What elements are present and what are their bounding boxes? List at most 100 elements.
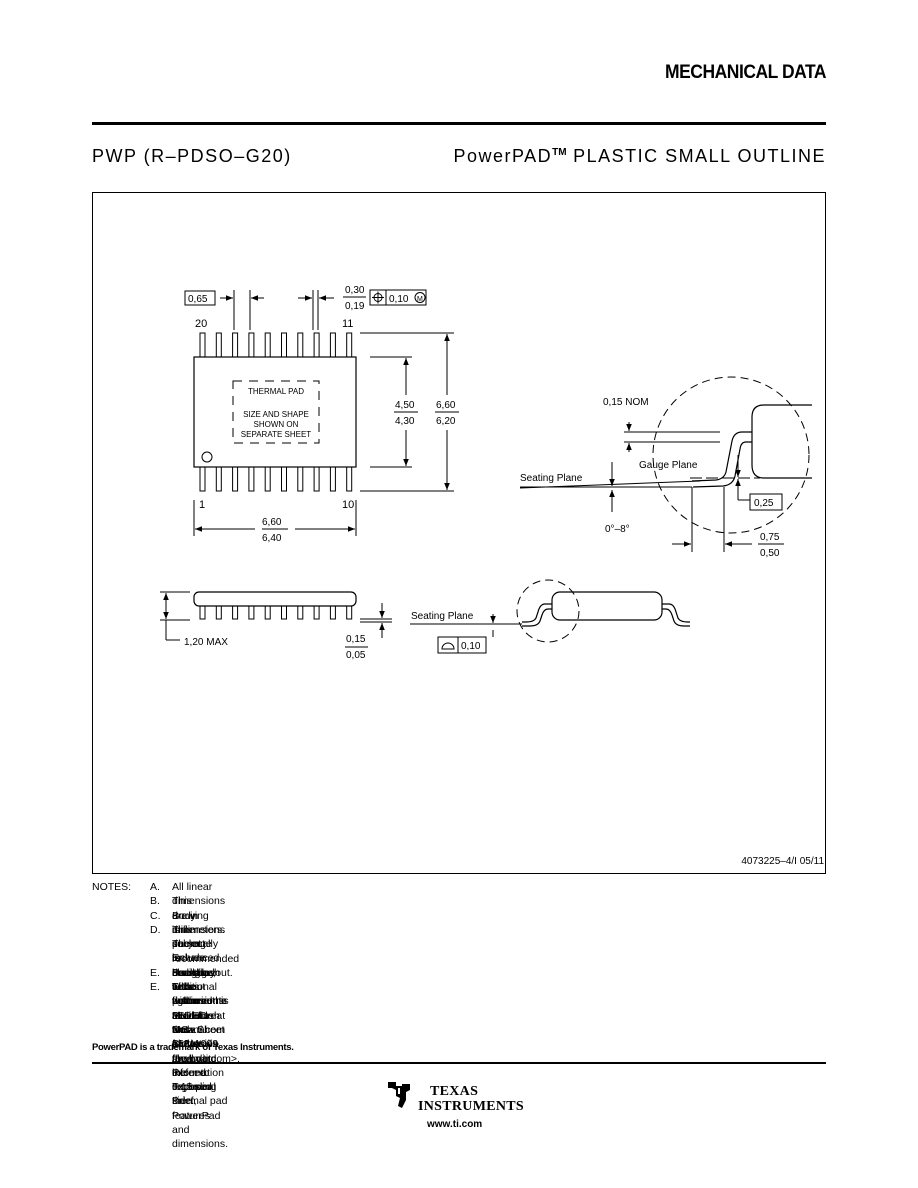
lead [313,332,320,358]
span-max: 6,60 [436,400,456,411]
ti-logo-icon [388,1082,410,1108]
height-max: 1,20 MAX [184,637,228,648]
mmc-symbol: M [417,296,423,303]
drawing-frame [92,192,826,874]
note-text: Falls within JEDEC MO–153 [172,981,207,1051]
foot-length-max: 0,75 [760,532,780,543]
note-text: See the additional figure in the Product… [172,966,229,1151]
lead [281,332,287,358]
lead [232,466,239,492]
gauge-dimension: 0,25 [754,498,774,509]
note-text: This drawing is subject to change withou… [172,895,209,1008]
length-max: 6,60 [262,517,282,528]
logo-text-texas: TEXAS [430,1084,479,1099]
standoff-min: 0,05 [346,650,366,661]
logo-text-instruments: INSTRUMENTS [418,1099,524,1114]
lead [215,466,222,492]
lead [264,332,271,358]
flatness-value: 0,10 [461,641,481,652]
note-letter: E. [150,981,160,994]
note-letter: D. [150,923,161,936]
pin-1-label: 1 [199,499,205,511]
lead [281,466,287,492]
lead [264,466,271,492]
package-name-main: PowerPAD [453,146,553,166]
end-body [551,591,663,621]
pin-10-label: 10 [342,499,354,511]
seating-plane-side-label: Seating Plane [411,611,474,622]
note-text: Body dimensions do not include mold flas… [172,909,227,1108]
lead [297,332,304,358]
detail-circle [652,376,810,534]
top-rule [92,122,826,125]
thermal-pad-label-4: SEPARATE SHEET [241,430,312,439]
angle-label: 0°–8° [605,524,630,535]
pin-20-label: 20 [195,318,207,330]
pin-11-label: 11 [342,318,353,330]
pitch-dimension [184,289,427,330]
end-view [410,579,690,654]
lead [329,605,336,620]
body-width-min: 4,30 [395,416,415,427]
trademark-symbol: TM [552,147,567,158]
page-title: MECHANICAL DATA [664,62,827,83]
lead [346,466,353,492]
lead [215,332,222,358]
notes-label: NOTES: [92,881,132,893]
bottom-leads [199,466,353,492]
bottom-rule [92,1062,826,1064]
lead [199,605,206,620]
note-text: This package is designed to be soldered … [172,923,221,1122]
thermal-pad-outline [232,380,320,444]
lead [199,466,206,492]
position-tolerance: 0,10 [389,294,409,305]
lead [264,605,271,620]
lead [329,332,336,358]
thermal-pad-label-2: SIZE AND SHAPE [243,410,309,419]
note-text: recommended board layout. This document … [172,952,240,1065]
lead [215,605,222,620]
lead-width-max: 0,30 [345,285,365,296]
lead [232,605,239,620]
length-min: 6,40 [262,533,282,544]
pitch-value: 0,65 [188,294,208,305]
note-text: Thermally Enhanced Package, Texas Instru… [172,938,227,1094]
lead [313,466,320,492]
span-min: 6,20 [436,416,456,427]
note-letter: A. [150,881,160,893]
lead [329,466,336,492]
package-body [193,356,357,468]
body-width-max: 4,50 [395,400,415,411]
top-leads [199,332,353,358]
lead [297,605,304,620]
lead [199,332,206,358]
lead [346,605,353,620]
footer-url: www.ti.com [427,1119,483,1130]
lead [297,466,304,492]
package-name: PowerPADTM PLASTIC SMALL OUTLINE [453,146,826,167]
drawing-number: 4073225–4/I 05/11 [741,856,824,867]
trademark-notice: PowerPAD is a trademark of Texas Instrum… [92,1042,294,1053]
package-code: PWP (R–PDSO–G20) [92,146,292,166]
lead [248,466,255,492]
detail-view [519,376,812,552]
foot-length-min: 0,50 [760,548,780,559]
thermal-pad-label-1: THERMAL PAD [248,387,304,396]
package-name-rest: PLASTIC SMALL OUTLINE [566,146,826,166]
lead [346,332,353,358]
lead-width-min: 0,19 [345,301,365,312]
lead [248,605,255,620]
lead-thickness: 0,15 NOM [603,397,649,408]
note-letter: B. [150,895,160,908]
top-view [193,332,357,492]
side-leads [199,605,353,620]
width-dimensions [193,332,459,536]
side-view [160,591,392,648]
seating-plane-label: Seating Plane [520,473,583,484]
note-letter: C. [150,909,161,922]
thermal-pad-label-3: SHOWN ON [254,420,299,429]
side-body [193,591,357,607]
note-text: All linear dimensions are in millimeters… [172,881,226,936]
lead [313,605,320,620]
